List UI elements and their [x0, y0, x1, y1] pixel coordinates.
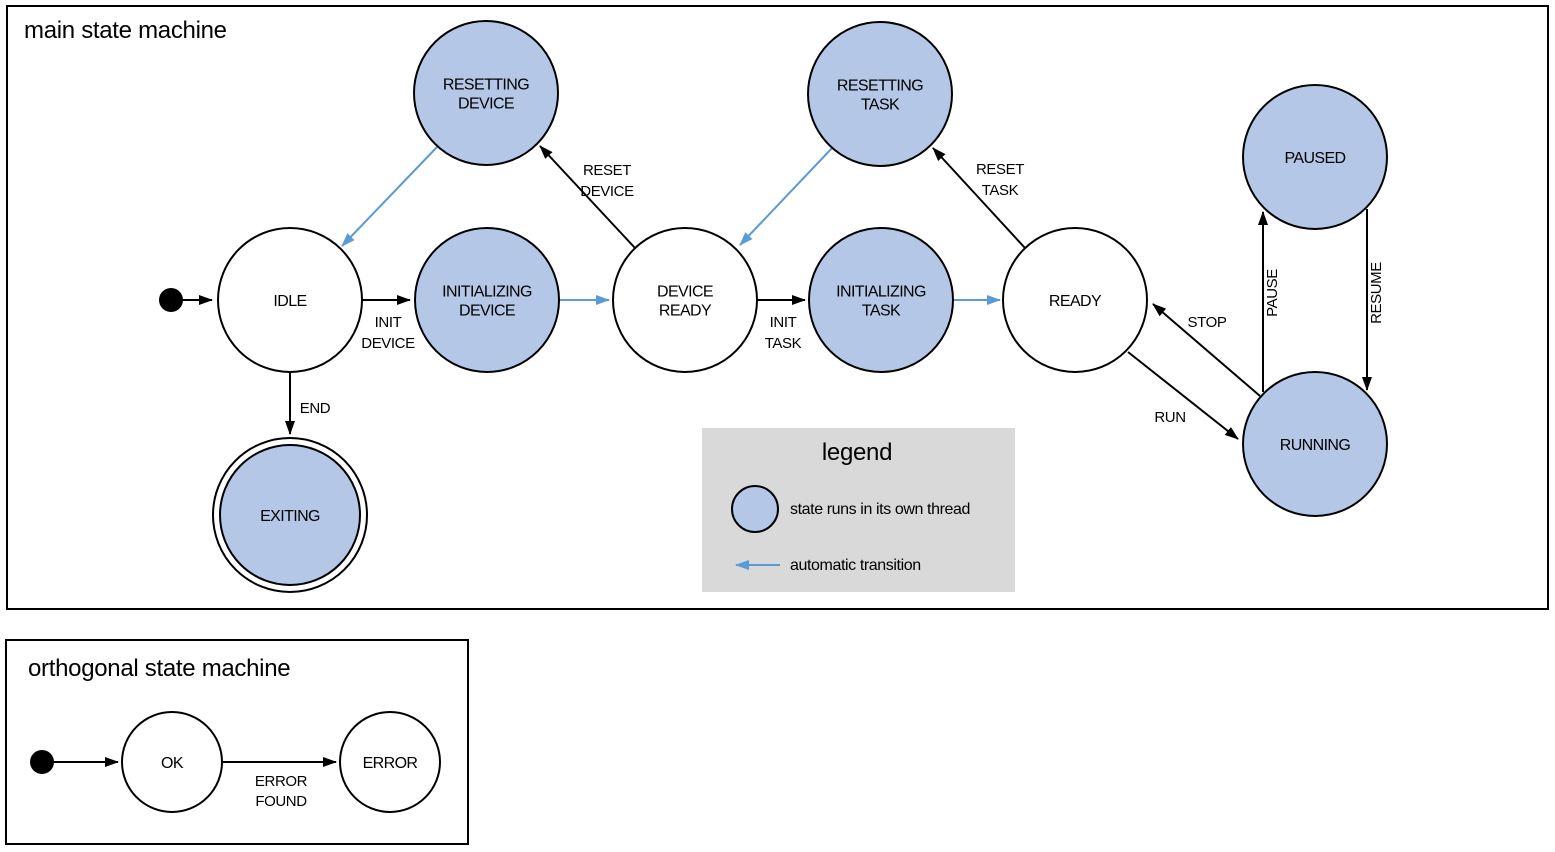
state-idle: IDLE — [217, 227, 363, 373]
transition-label-ok-to-error: ERROR — [255, 773, 308, 790]
state-exiting-label: EXITING — [260, 508, 320, 525]
state-error-label: ERROR — [363, 755, 418, 772]
state-initializing-device: INITIALIZING DEVICE — [414, 227, 560, 373]
orthogonal-frame — [5, 639, 469, 845]
state-ready: READY — [1002, 227, 1148, 373]
state-ready-circle — [1002, 227, 1148, 373]
state-device-ready-circle — [612, 227, 758, 373]
state-resetting-task-label: RESETTING — [837, 78, 923, 95]
state-initializing-task-label: TASK — [862, 303, 901, 320]
state-initializing-device-circle — [414, 227, 560, 373]
state-ok-circle — [121, 711, 223, 813]
machine-main: main state machineINITDEVICERESETDEVICEI… — [6, 5, 1549, 610]
transition-label-idle-to-exiting-end: END — [300, 400, 331, 417]
transition-label-device-ready-to-initializing-task: INIT — [770, 314, 797, 331]
legend-title: legend — [822, 439, 892, 466]
state-running: RUNNING — [1242, 371, 1388, 517]
state-resetting-device-circle — [413, 20, 559, 166]
state-device-ready-label: DEVICE — [657, 284, 713, 301]
transition-ready-to-resetting-task-arrow — [932, 147, 1026, 249]
transition-label-idle-to-initializing-device: INIT — [375, 314, 402, 331]
transition-resetting-device-to-idle-auto-arrow — [341, 145, 439, 247]
legend-item-text: state runs in its own thread — [790, 501, 970, 518]
main-initial-state-dot — [159, 288, 183, 312]
state-device-ready: DEVICE READY — [612, 227, 758, 373]
state-ok: OK — [121, 711, 223, 813]
transition-label-paused-to-running-resume: RESUME — [1368, 262, 1385, 324]
legend-item-text: automatic transition — [790, 557, 921, 574]
state-device-ready-label: READY — [659, 303, 712, 320]
orthogonal-initial-state-dot — [30, 750, 54, 774]
main-title: main state machine — [24, 17, 227, 44]
state-exiting: EXITING — [212, 437, 368, 593]
transition-ready-to-running-run-arrow — [1127, 351, 1239, 440]
state-idle-label: IDLE — [273, 293, 306, 310]
state-initializing-device-label: DEVICE — [459, 303, 515, 320]
state-exiting-circle — [219, 444, 361, 586]
transition-label-running-to-ready-stop: STOP — [1188, 314, 1227, 331]
state-idle-circle — [217, 227, 363, 373]
state-resetting-task-circle — [807, 21, 953, 167]
state-paused: PAUSED — [1242, 84, 1388, 230]
state-running-label: RUNNING — [1280, 437, 1351, 454]
legend-thread-state-icon — [731, 485, 779, 533]
transition-label-ok-to-error: FOUND — [255, 793, 307, 810]
state-resetting-device-label: DEVICE — [458, 96, 514, 113]
state-resetting-device: RESETTING DEVICE — [413, 20, 559, 166]
transition-label-ready-to-resetting-task: RESET — [976, 161, 1024, 178]
transition-label-ready-to-resetting-task: TASK — [982, 182, 1019, 199]
transition-label-running-to-paused-pause: PAUSE — [1264, 269, 1281, 317]
state-ok-label: OK — [161, 755, 184, 772]
state-resetting-task-label: TASK — [861, 97, 900, 114]
state-resetting-device-label: RESETTING — [443, 77, 529, 94]
state-error-circle — [339, 711, 441, 813]
transition-label-device-ready-to-initializing-task: TASK — [765, 335, 802, 352]
state-paused-label: PAUSED — [1284, 150, 1345, 167]
transition-label-device-ready-to-resetting-device: RESET — [583, 162, 631, 179]
state-initializing-task-circle — [808, 227, 954, 373]
legend: legend state runs in its own thread automa… — [702, 428, 1015, 592]
state-resetting-task: RESETTING TASK — [807, 21, 953, 167]
state-error: ERROR — [339, 711, 441, 813]
transition-running-to-ready-stop-arrow — [1152, 303, 1261, 397]
state-paused-circle — [1242, 84, 1388, 230]
transition-label-ready-to-running-run: RUN — [1154, 409, 1185, 426]
state-initializing-task-label: INITIALIZING — [836, 284, 926, 301]
transition-device-ready-to-resetting-device-arrow — [539, 145, 636, 249]
transition-label-idle-to-initializing-device: DEVICE — [361, 335, 415, 352]
main-frame — [6, 5, 1549, 610]
state-initializing-task: INITIALIZING TASK — [808, 227, 954, 373]
orthogonal-title: orthogonal state machine — [28, 655, 290, 682]
state-ready-label: READY — [1049, 293, 1102, 310]
state-running-circle — [1242, 371, 1388, 517]
transition-label-device-ready-to-resetting-device: DEVICE — [580, 183, 634, 200]
state-initializing-device-label: INITIALIZING — [442, 284, 532, 301]
transition-resetting-task-to-device-ready-auto-arrow — [739, 146, 834, 246]
